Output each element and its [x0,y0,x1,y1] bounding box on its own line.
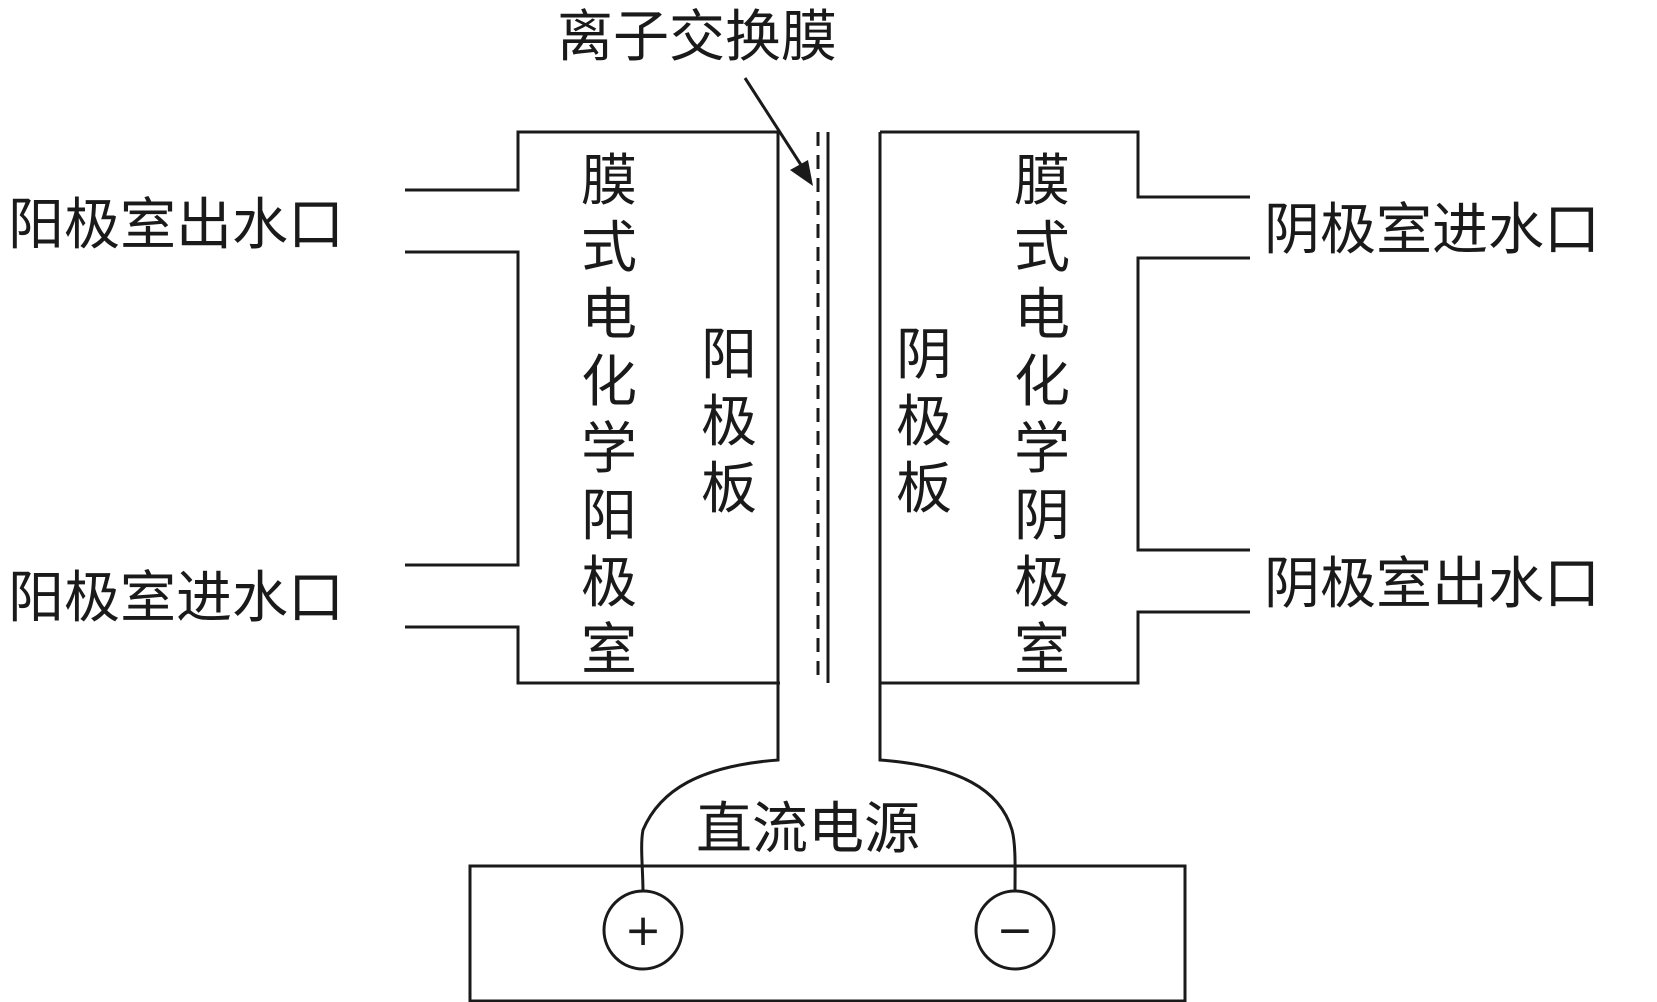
membrane-label: 离子交换膜 [557,5,837,70]
membrane-pointer-arrowhead [790,160,813,186]
dc-power-supply-box [468,864,1187,1002]
anode-inlet-label: 阳极室进水口 [8,566,344,631]
cathode-chamber-label-text: 膜式电化学阴极室 [1014,149,1070,683]
anode-plate-label-text: 阳极板 [701,323,757,522]
cathode-plate-label-text: 阴极板 [896,323,952,522]
cathode-outlet-label: 阴极室出水口 [1264,552,1600,617]
membrane-pointer-line [743,77,805,169]
negative-terminal-sign: − [997,905,1034,956]
anode-chamber-label-text: 膜式电化学阳极室 [581,149,637,683]
cathode-inlet-label: 阴极室进水口 [1264,198,1600,263]
positive-terminal-circle [602,889,684,971]
anode-chamber-label: 膜式电化学阳极室 [581,149,637,683]
negative-terminal-circle [974,889,1056,971]
anode-plate [640,132,780,893]
cathode-plate-label: 阴极板 [896,323,952,522]
anode-chamber-wall [405,130,780,685]
cathode-plate [878,132,1017,893]
cathode-chamber-label: 膜式电化学阴极室 [1014,149,1070,683]
cathode-chamber-wall [880,130,1250,685]
anode-plate-label: 阳极板 [701,323,757,522]
anode-outlet-label: 阳极室出水口 [8,193,344,258]
positive-terminal-sign: + [625,905,662,956]
power-supply-label: 直流电源 [696,797,920,862]
